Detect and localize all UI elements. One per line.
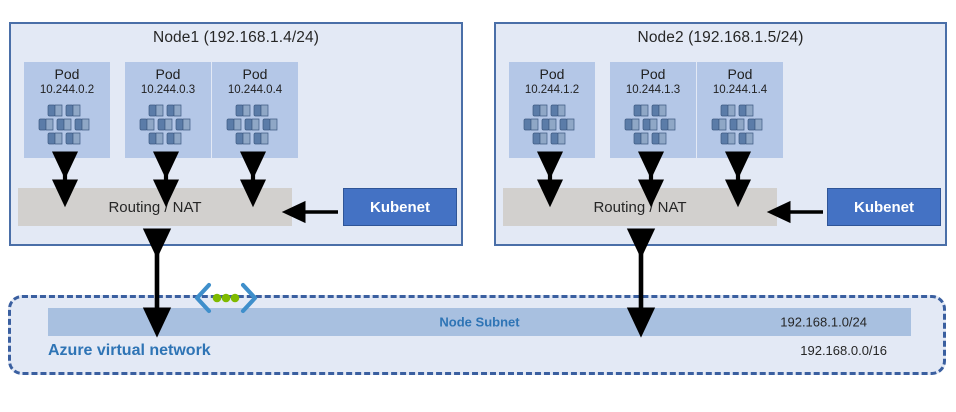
routing-nat-label: Routing / NAT [108, 198, 202, 216]
pod-box: Pod 10.244.0.3 [125, 62, 211, 158]
routing-nat-bar: Routing / NAT [503, 188, 777, 226]
pod-cluster-icon [709, 104, 771, 155]
kubenet-label: Kubenet [854, 198, 914, 216]
chevron-dots-icon [192, 281, 260, 315]
pod-ip: 10.244.0.4 [227, 84, 283, 96]
pod-cluster-icon [36, 104, 98, 155]
pod-label: Pod [727, 66, 753, 82]
pod-ip: 10.244.1.4 [712, 84, 768, 96]
node-subnet-bar: Node Subnet 192.168.1.0/24 [48, 308, 911, 336]
node-box-node2: Node2 (192.168.1.5/24) Pod 10.244.1.2 [494, 22, 947, 246]
pod-ip: 10.244.0.3 [140, 84, 196, 96]
node-box-node1: Node1 (192.168.1.4/24) Pod 10.244.0.2 [9, 22, 463, 246]
pod-cluster-icon [521, 104, 583, 155]
pod-ip: 10.244.1.2 [524, 84, 580, 96]
kubenet-box: Kubenet [827, 188, 941, 226]
pod-ip: 10.244.0.2 [39, 84, 95, 96]
pod-box: Pod 10.244.1.3 [610, 62, 696, 158]
node-subnet-label: Node Subnet [439, 314, 520, 330]
pod-cluster-icon [224, 104, 286, 155]
pod-ip: 10.244.1.3 [625, 84, 681, 96]
pod-cluster-icon [622, 104, 684, 155]
pod-box: Pod 10.244.1.4 [697, 62, 783, 158]
azure-virtual-network-label: Azure virtual network [48, 342, 211, 359]
pod-box: Pod 10.244.1.2 [509, 62, 595, 158]
kubenet-box: Kubenet [343, 188, 457, 226]
node-title: Node1 (192.168.1.4/24) [153, 29, 319, 46]
node-subnet-cidr: 192.168.1.0/24 [780, 314, 867, 330]
routing-nat-label: Routing / NAT [593, 198, 687, 216]
routing-nat-bar: Routing / NAT [18, 188, 292, 226]
azure-virtual-network-cidr: 192.168.0.0/16 [800, 343, 887, 358]
pod-box: Pod 10.244.0.2 [24, 62, 110, 158]
pod-label: Pod [539, 66, 565, 82]
node-title: Node2 (192.168.1.5/24) [637, 29, 804, 46]
azure-virtual-network-box: Node Subnet 192.168.1.0/24 Azure virtual… [8, 295, 946, 375]
pod-label: Pod [54, 66, 80, 82]
pod-cluster-icon [137, 104, 199, 155]
pod-label: Pod [155, 66, 181, 82]
pod-box: Pod 10.244.0.4 [212, 62, 298, 158]
kubenet-label: Kubenet [370, 198, 430, 216]
pod-label: Pod [640, 66, 666, 82]
pod-label: Pod [242, 66, 268, 82]
